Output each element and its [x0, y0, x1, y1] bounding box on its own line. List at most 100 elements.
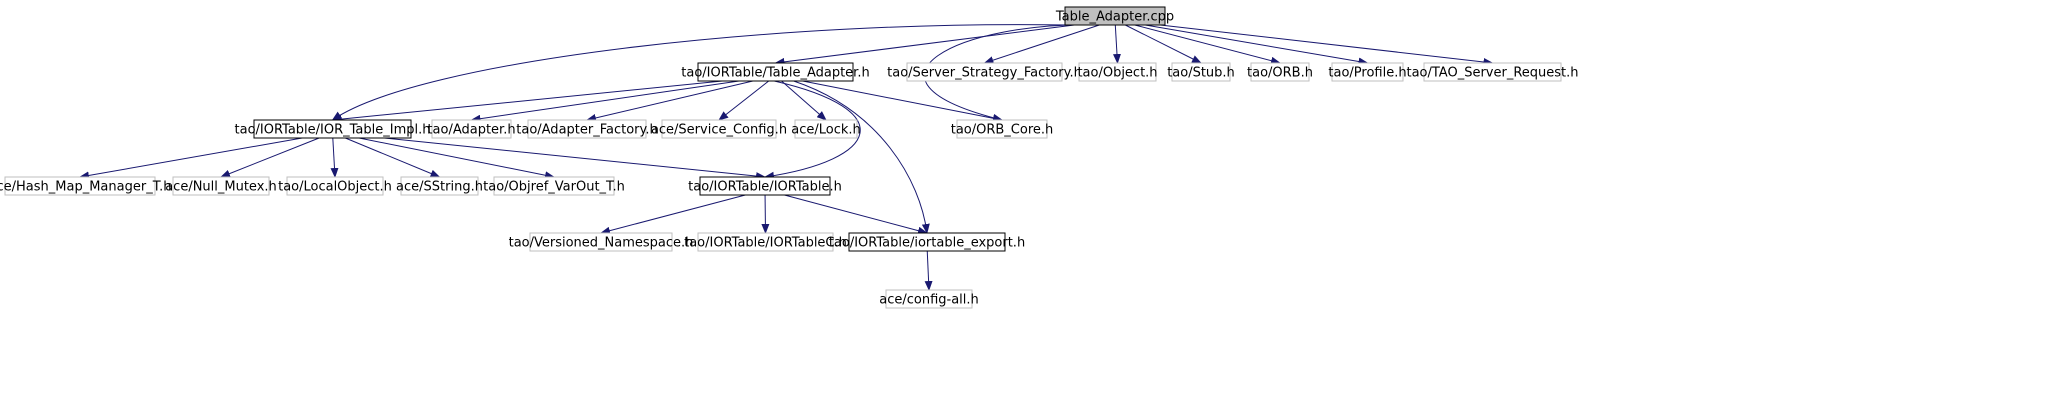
node-label: tao/Object.h	[1077, 66, 1157, 81]
node-label: ace/SString.h	[396, 180, 483, 195]
node-box	[699, 176, 831, 196]
node-label: ace/config-all.h	[879, 293, 979, 308]
node-ior_table_impl_h[interactable]: tao/IORTable/IOR_Table_Impl.h	[235, 119, 431, 139]
node-box	[956, 119, 1048, 139]
node-box	[400, 176, 479, 196]
node-label: tao/Adapter_Factory.h	[516, 123, 657, 138]
node-orb_core_h: tao/ORB_Core.h	[951, 119, 1054, 139]
edge-table_adapter_h-to-adapter_factory_h	[586, 80, 753, 122]
node-box	[794, 119, 858, 139]
node-label: ace/Hash_Map_Manager_T.h	[0, 180, 171, 195]
node-config_all_h: ace/config-all.h	[879, 289, 979, 309]
edge-table_adapter_cpp-to-table_adapter_h	[774, 24, 1075, 66]
node-label: Table_Adapter.cpp	[1055, 10, 1174, 25]
edge-table_adapter_cpp-to-tao_server_request_h	[1160, 24, 1494, 66]
node-box	[697, 62, 854, 82]
node-iortable_h[interactable]: tao/IORTable/IORTable.h	[688, 176, 842, 196]
node-box	[286, 176, 384, 196]
node-label: tao/IORTable/IORTableC.h	[684, 236, 847, 251]
nodes-layer: Table_Adapter.cpp tao/IORTable/Table_Adap…	[0, 6, 1579, 309]
node-label: ace/Lock.h	[791, 123, 861, 138]
node-label: tao/TAO_Server_Request.h	[1406, 66, 1578, 81]
node-adapter_factory_h: tao/Adapter_Factory.h	[516, 119, 658, 139]
edge-table_adapter_h-to-lock_h	[781, 80, 827, 121]
node-box	[172, 176, 270, 196]
node-label: tao/Versioned_Namespace.h	[509, 236, 694, 251]
node-label: tao/Stub.h	[1167, 66, 1235, 81]
node-box	[885, 289, 973, 309]
edge-table_adapter_h-to-adapter_h	[470, 80, 740, 123]
edge-ior_table_impl_h-to-localobject_h	[330, 137, 339, 178]
node-object_h: tao/Object.h	[1077, 62, 1158, 82]
edge-table_adapter_h-to-ior_table_impl_h	[331, 80, 723, 124]
node-box	[848, 232, 1006, 252]
edge-table_adapter_cpp-to-server_strategy_factory_h	[983, 24, 1100, 64]
node-tao_server_request_h: tao/TAO_Server_Request.h	[1406, 62, 1579, 82]
node-label: tao/IORTable/IOR_Table_Impl.h	[235, 123, 431, 138]
edge-table_adapter_h-to-orb_core_h	[802, 80, 1003, 123]
edge-table_adapter_cpp-to-orb_core_h	[924, 24, 1102, 122]
node-label: tao/Profile.h	[1328, 66, 1406, 81]
node-label: tao/Objref_VarOut_T.h	[483, 180, 625, 195]
edge-iortable_h-to-versioned_namespace_h	[600, 194, 746, 235]
node-label: tao/IORTable/iortable_export.h	[829, 236, 1025, 251]
node-service_config_h: ace/Service_Config.h	[651, 119, 787, 139]
node-box	[253, 119, 412, 139]
edge-table_adapter_cpp-to-stub_h	[1125, 24, 1202, 64]
node-orb_h: tao/ORB.h	[1247, 62, 1313, 82]
node-sstring_h: ace/SString.h	[396, 176, 483, 196]
edge-table_adapter_cpp-to-ior_table_impl_h	[331, 24, 1070, 121]
edge-table_adapter_h-to-service_config_h	[718, 80, 770, 121]
node-label: ace/Service_Config.h	[651, 123, 787, 138]
edge-ior_table_impl_h-to-sstring_h	[345, 137, 441, 178]
node-box	[431, 119, 512, 139]
node-iortable_export_h[interactable]: tao/IORTable/iortable_export.h	[829, 232, 1025, 252]
node-label: tao/ORB.h	[1247, 66, 1313, 81]
node-box	[493, 176, 615, 196]
node-label: tao/LocalObject.h	[278, 180, 392, 195]
node-box	[697, 232, 834, 252]
node-label: tao/IORTable/Table_Adapter.h	[681, 66, 869, 81]
node-box	[529, 232, 673, 252]
node-versioned_namespace_h: tao/Versioned_Namespace.h	[509, 232, 694, 252]
edge-ior_table_impl_h-to-null_mutex_h	[220, 137, 320, 178]
node-label: tao/IORTable/IORTable.h	[688, 180, 842, 195]
node-adapter_h: tao/Adapter.h	[427, 119, 516, 139]
node-box	[1331, 62, 1404, 82]
node-lock_h: ace/Lock.h	[791, 119, 861, 139]
edge-table_adapter_cpp-to-profile_h	[1145, 24, 1369, 66]
node-box	[1171, 62, 1231, 82]
node-box	[527, 119, 647, 139]
node-label: tao/Server_Strategy_Factory.h	[887, 66, 1082, 81]
node-box	[906, 62, 1063, 82]
node-box	[661, 119, 777, 139]
node-server_strategy_factory_h: tao/Server_Strategy_Factory.h	[887, 62, 1082, 82]
edge-table_adapter_cpp-to-orb_h	[1134, 24, 1281, 65]
node-table_adapter_cpp[interactable]: Table_Adapter.cpp	[1055, 6, 1174, 26]
node-objref_varout_t_h: tao/Objref_VarOut_T.h	[483, 176, 625, 196]
node-label: tao/Adapter.h	[427, 123, 515, 138]
node-hash_map_manager_t_h: ace/Hash_Map_Manager_T.h	[0, 176, 171, 196]
node-null_mutex_h: ace/Null_Mutex.h	[165, 176, 277, 196]
edge-table_adapter_h-to-iortable_h	[764, 80, 861, 180]
node-label: ace/Null_Mutex.h	[165, 180, 277, 195]
node-localobject_h: tao/LocalObject.h	[278, 176, 392, 196]
edge-ior_table_impl_h-to-iortable_h	[384, 137, 766, 181]
node-profile_h: tao/Profile.h	[1328, 62, 1407, 82]
node-box	[1064, 6, 1166, 26]
node-box	[1078, 62, 1157, 82]
edge-table_adapter_h-to-iortable_export_h	[793, 80, 930, 234]
node-table_adapter_h[interactable]: tao/IORTable/Table_Adapter.h	[681, 62, 870, 82]
edge-ior_table_impl_h-to-hash_map_manager_t_h	[79, 137, 303, 180]
node-box	[1423, 62, 1562, 82]
node-iortablec_h: tao/IORTable/IORTableC.h	[684, 232, 847, 252]
edge-table_adapter_cpp-to-object_h	[1112, 24, 1121, 64]
edge-iortable_export_h-to-config_all_h	[924, 250, 933, 291]
edges-layer	[79, 24, 1494, 291]
node-stub_h: tao/Stub.h	[1167, 62, 1235, 82]
node-box	[1250, 62, 1310, 82]
node-label: tao/ORB_Core.h	[951, 123, 1054, 138]
edge-iortable_h-to-iortable_export_h	[784, 194, 928, 235]
node-box	[4, 176, 156, 196]
